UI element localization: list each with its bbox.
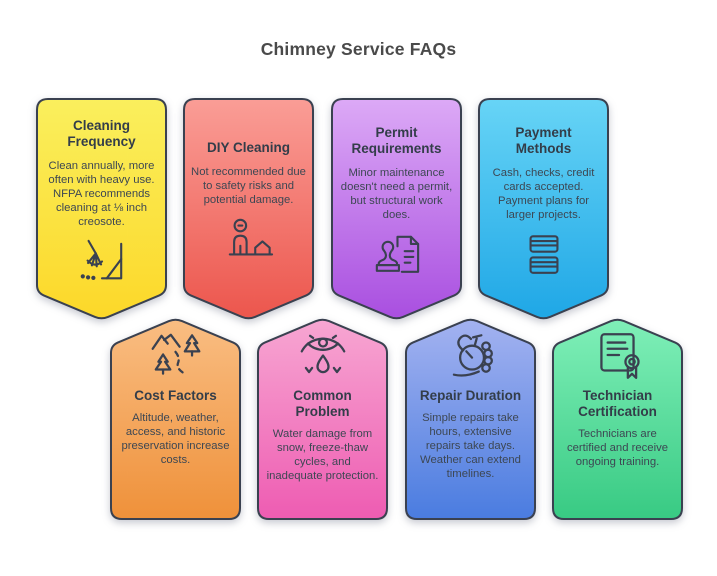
- card-shape: [478, 98, 609, 320]
- card-body: Simple repairs take hours, extensive rep…: [420, 411, 521, 480]
- stamp-document-icon: [370, 231, 424, 279]
- credit-cards-icon: [517, 231, 571, 279]
- card-body: Not recommended due to safety risks and …: [191, 165, 306, 206]
- hand-stopwatch-icon: [442, 329, 500, 381]
- card-body: Clean annually, more often with heavy us…: [48, 159, 155, 228]
- card-shape: [257, 318, 388, 520]
- card-body: Cash, checks, credit cards accepted. Pay…: [492, 166, 595, 221]
- page-title: Chimney Service FAQs: [260, 39, 457, 59]
- card-title: Cleaning Frequency: [67, 118, 136, 149]
- certificate-icon: [589, 329, 647, 381]
- card-shape: [183, 98, 314, 320]
- card-shape: [331, 98, 462, 320]
- card-diy-cleaning: DIY Cleaning Not recommended due to safe…: [183, 98, 314, 320]
- card-shape: [36, 98, 167, 320]
- card-common-problem: Common Problem Water damage from snow, f…: [257, 318, 388, 521]
- mountains-trees-icon: [147, 329, 205, 381]
- card-body: Altitude, weather, access, and historic …: [121, 411, 230, 466]
- card-technician-certification: Technician Certification Technicians are…: [552, 318, 683, 521]
- card-cost-factors: Cost Factors Altitude, weather, access, …: [110, 318, 241, 521]
- card-cleaning-frequency: Cleaning Frequency Clean annually, more …: [36, 98, 167, 320]
- card-title: Payment Methods: [515, 125, 572, 156]
- card-body: Technicians are certified and receive on…: [566, 427, 669, 468]
- card-shape: [405, 318, 536, 520]
- broom-icon: [75, 238, 129, 286]
- card-title: Permit Requirements: [351, 125, 442, 156]
- card-payment-methods: Payment Methods Cash, checks, credit car…: [478, 98, 609, 320]
- person-house-icon: [222, 216, 276, 264]
- card-title: Repair Duration: [419, 388, 522, 403]
- card-permit-requirements: Permit Requirements Minor maintenance do…: [331, 98, 462, 320]
- card-body: Water damage from snow, freeze-thaw cycl…: [266, 427, 379, 482]
- card-title: Common Problem: [293, 388, 352, 419]
- card-shape: [552, 318, 683, 520]
- card-title: Cost Factors: [134, 388, 217, 403]
- card-title: DIY Cleaning: [206, 140, 291, 156]
- card-repair-duration: Repair Duration Simple repairs take hour…: [405, 318, 536, 521]
- water-damage-icon: [294, 329, 352, 381]
- card-shape: [110, 318, 241, 520]
- card-title: Technician Certification: [578, 388, 657, 419]
- card-body: Minor maintenance doesn't need a permit,…: [340, 166, 453, 221]
